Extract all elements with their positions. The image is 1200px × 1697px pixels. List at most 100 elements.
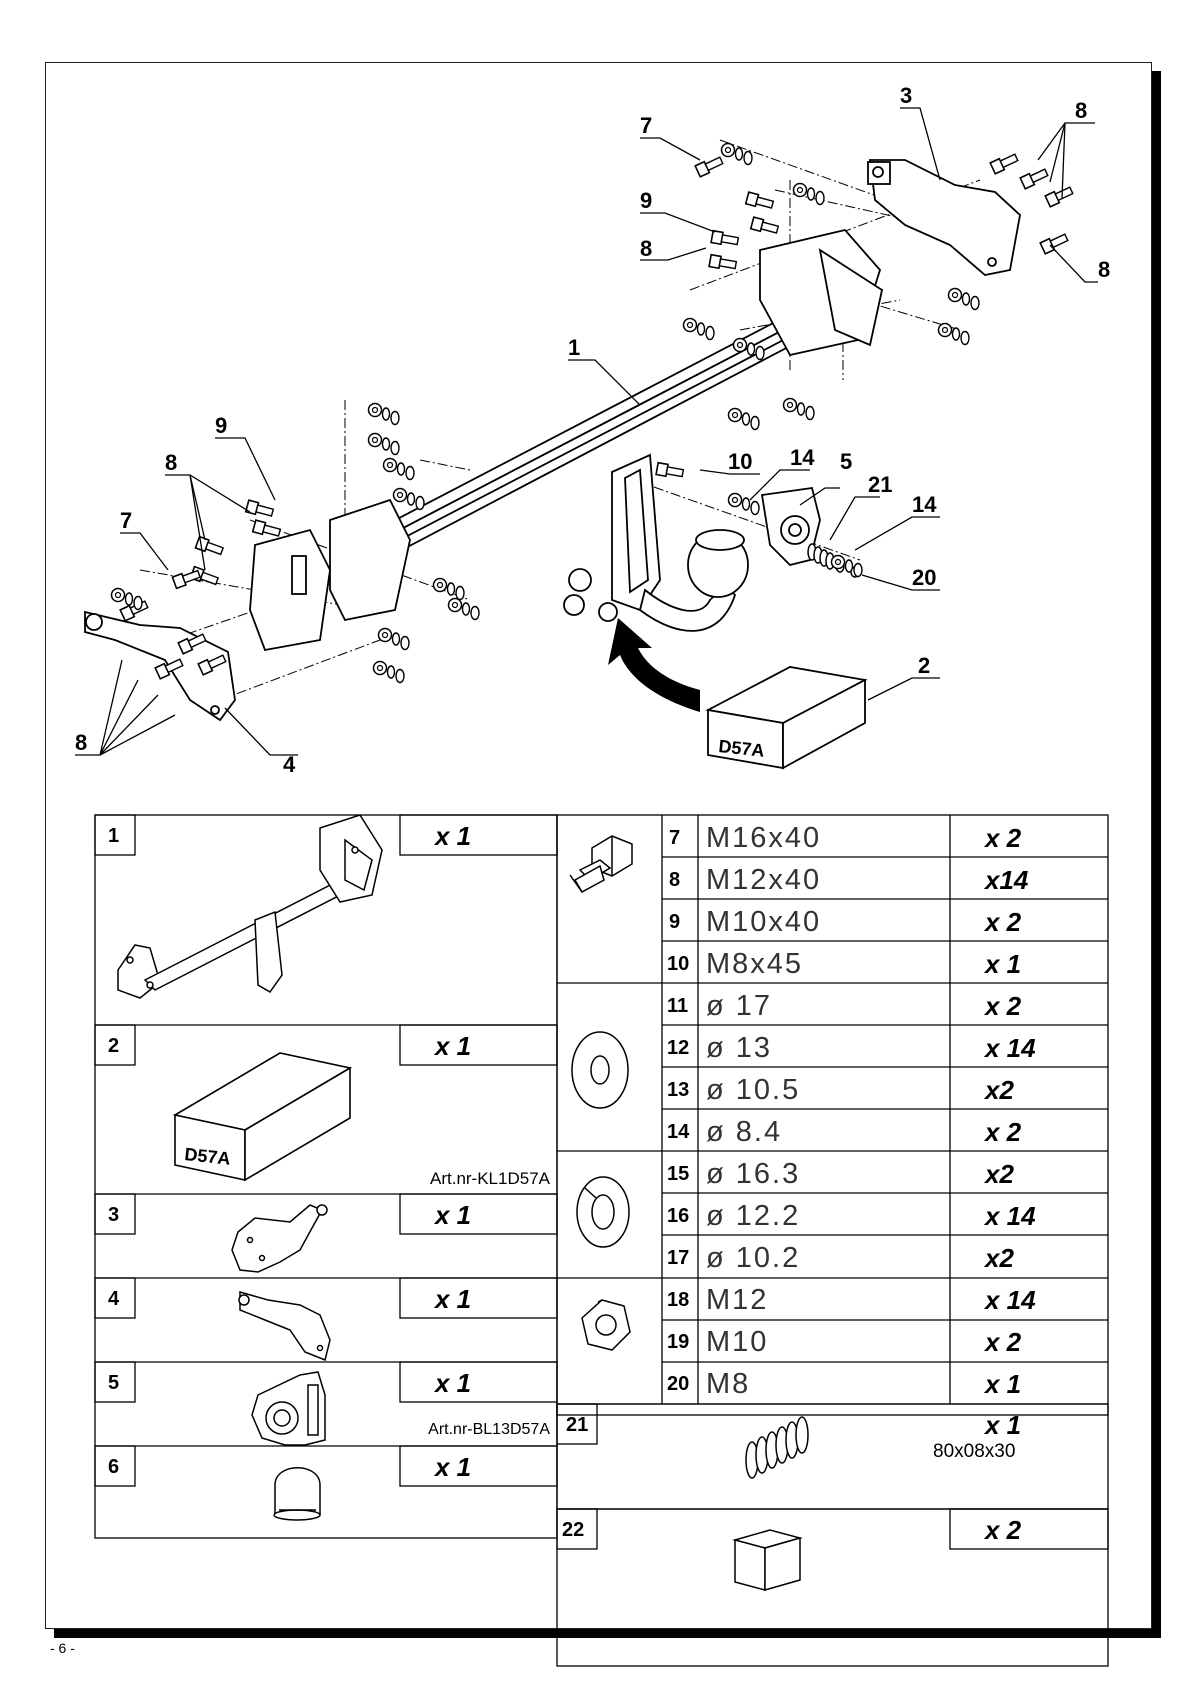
- hardware-19-spec: M10: [706, 1326, 768, 1358]
- callout-10: 10: [728, 449, 752, 474]
- hardware-14-qty: x 2: [983, 1117, 1022, 1147]
- hardware-11-spec: ø 17: [706, 990, 772, 1022]
- callout-7-left: 7: [120, 508, 132, 533]
- hardware-16-qty: x 14: [983, 1201, 1036, 1231]
- hardware-8-number: 8: [669, 869, 680, 891]
- hardware-10-qty: x 1: [983, 949, 1021, 979]
- hardware-11-qty: x 2: [983, 991, 1022, 1021]
- left-part-quantities: x 1 x 1 x 1 x 1 x 1 x 1: [433, 821, 471, 1482]
- hardware-quantities: x 2 x14 x 2 x 1 x 2 x 14 x2 x 2 x2 x 14 …: [983, 823, 1036, 1399]
- hardware-15-spec: ø 16.3: [706, 1158, 800, 1190]
- part-5-article-number: Art.nr-BL13D57A: [428, 1421, 550, 1438]
- callout-1: 1: [568, 335, 580, 360]
- hardware-8-spec: M12x40: [706, 864, 821, 896]
- hardware-20-number: 20: [667, 1373, 689, 1395]
- callout-21: 21: [868, 472, 892, 497]
- towbar-crossbar-icon: [117, 814, 383, 999]
- part-3-number: 3: [108, 1204, 119, 1226]
- table-grid: [94, 814, 1109, 1667]
- part-4-number: 4: [108, 1288, 120, 1310]
- part-4-qty: x 1: [433, 1284, 471, 1314]
- part-2-number: 2: [108, 1035, 119, 1057]
- part-6-number: 6: [108, 1456, 119, 1478]
- towball-neck: [563, 529, 749, 632]
- left-bracket-icon: [238, 1291, 331, 1362]
- hardware-16-spec: ø 12.2: [706, 1200, 800, 1232]
- ball-cover-icon: [273, 1467, 321, 1521]
- left-part-numbers: 1 2 3 4 5 6: [108, 825, 120, 1478]
- socket-plate-part-5: [760, 486, 821, 566]
- bolt-icon: [569, 835, 633, 894]
- callout-9-top: 9: [640, 188, 652, 213]
- kit-box-icon-label: D57A: [184, 1144, 232, 1169]
- callout-numbers: 7 9 8 3 8 8 1 9 8 7 10 14 5 21 14 20 2 8…: [75, 83, 1110, 777]
- callout-5: 5: [840, 449, 852, 474]
- direction-arrow: [608, 618, 700, 712]
- hardware-19-number: 19: [667, 1331, 689, 1353]
- hardware-16-number: 16: [667, 1205, 689, 1227]
- hardware-13-qty: x2: [983, 1075, 1014, 1105]
- callout-7-top: 7: [640, 113, 652, 138]
- flat-washer-icon: [571, 1031, 629, 1109]
- hardware-9-qty: x 2: [983, 907, 1022, 937]
- hardware-15-number: 15: [667, 1163, 689, 1185]
- hardware-17-qty: x2: [983, 1243, 1014, 1273]
- part-22-number: 22: [562, 1519, 584, 1541]
- right-bracket-icon: [231, 1204, 328, 1273]
- hardware-14-number: 14: [667, 1121, 690, 1143]
- electrical-kit-box-icon: D57A: [172, 1052, 353, 1182]
- callout-leaders: [75, 107, 1098, 756]
- part-2-article-number: Art.nr-KL1D57A: [430, 1169, 551, 1188]
- hardware-numbers: 7 8 9 10 11 12 13 14 15 16 17 18 19 20: [667, 827, 690, 1395]
- article-numbers: Art.nr-KL1D57A Art.nr-BL13D57A: [428, 1169, 551, 1438]
- hardware-9-number: 9: [669, 911, 680, 933]
- spring-icon: [745, 1416, 809, 1479]
- part-21-number: 21: [566, 1414, 588, 1436]
- spring-washer-icon: [576, 1176, 630, 1248]
- part-5-number: 5: [108, 1372, 119, 1394]
- hardware-15-qty: x2: [983, 1159, 1014, 1189]
- hardware-12-qty: x 14: [983, 1033, 1036, 1063]
- hardware-17-number: 17: [667, 1247, 689, 1269]
- hardware-18-qty: x 14: [983, 1285, 1036, 1315]
- hardware-19-qty: x 2: [983, 1327, 1022, 1357]
- hardware-7-spec: M16x40: [706, 822, 821, 854]
- hex-nut-icon: [581, 1299, 631, 1351]
- exploded-assembly-drawing: D57A 7 9 8 3 8 8 1: [75, 83, 1110, 777]
- hardware-12-spec: ø 13: [706, 1032, 772, 1064]
- callout-3: 3: [900, 83, 912, 108]
- socket-plate-icon: [251, 1371, 326, 1446]
- part-5-qty: x 1: [433, 1368, 471, 1398]
- right-side-bracket-part-3: [867, 159, 1021, 276]
- part-1-qty: x 1: [433, 821, 471, 851]
- hardware-12-number: 12: [667, 1037, 689, 1059]
- hardware-7-qty: x 2: [983, 823, 1022, 853]
- hardware-10-number: 10: [667, 953, 689, 975]
- part-1-number: 1: [108, 825, 119, 847]
- part-21-size: 80x08x30: [933, 1441, 1015, 1462]
- callout-8-left: 8: [165, 450, 177, 475]
- hardware-14-spec: ø 8.4: [706, 1116, 782, 1148]
- hardware-20-spec: M8: [706, 1368, 750, 1400]
- callout-9-left: 9: [215, 413, 227, 438]
- hardware-specs: M16x40 M12x40 M10x40 M8x45 ø 17 ø 13 ø 1…: [706, 822, 821, 1400]
- electrical-kit-box-part-2: D57A: [705, 666, 868, 770]
- hardware-9-spec: M10x40: [706, 906, 821, 938]
- hardware-17-spec: ø 10.2: [706, 1242, 800, 1274]
- part-22-qty: x 2: [983, 1515, 1022, 1545]
- part-6-qty: x 1: [433, 1452, 471, 1482]
- callout-20: 20: [912, 565, 936, 590]
- crossbar-part-1: [249, 228, 884, 652]
- callout-4: 4: [283, 752, 296, 777]
- callout-8-upper-left: 8: [640, 236, 652, 261]
- callout-14-right: 14: [912, 492, 937, 517]
- callout-14-top: 14: [790, 445, 815, 470]
- hardware-18-spec: M12: [706, 1284, 768, 1316]
- callout-2: 2: [918, 653, 930, 678]
- hardware-20-qty: x 1: [983, 1369, 1021, 1399]
- part-21-qty: x 1: [983, 1410, 1021, 1440]
- hardware-13-spec: ø 10.5: [706, 1074, 800, 1106]
- hardware-7-number: 7: [669, 827, 680, 849]
- hardware-18-number: 18: [667, 1289, 689, 1311]
